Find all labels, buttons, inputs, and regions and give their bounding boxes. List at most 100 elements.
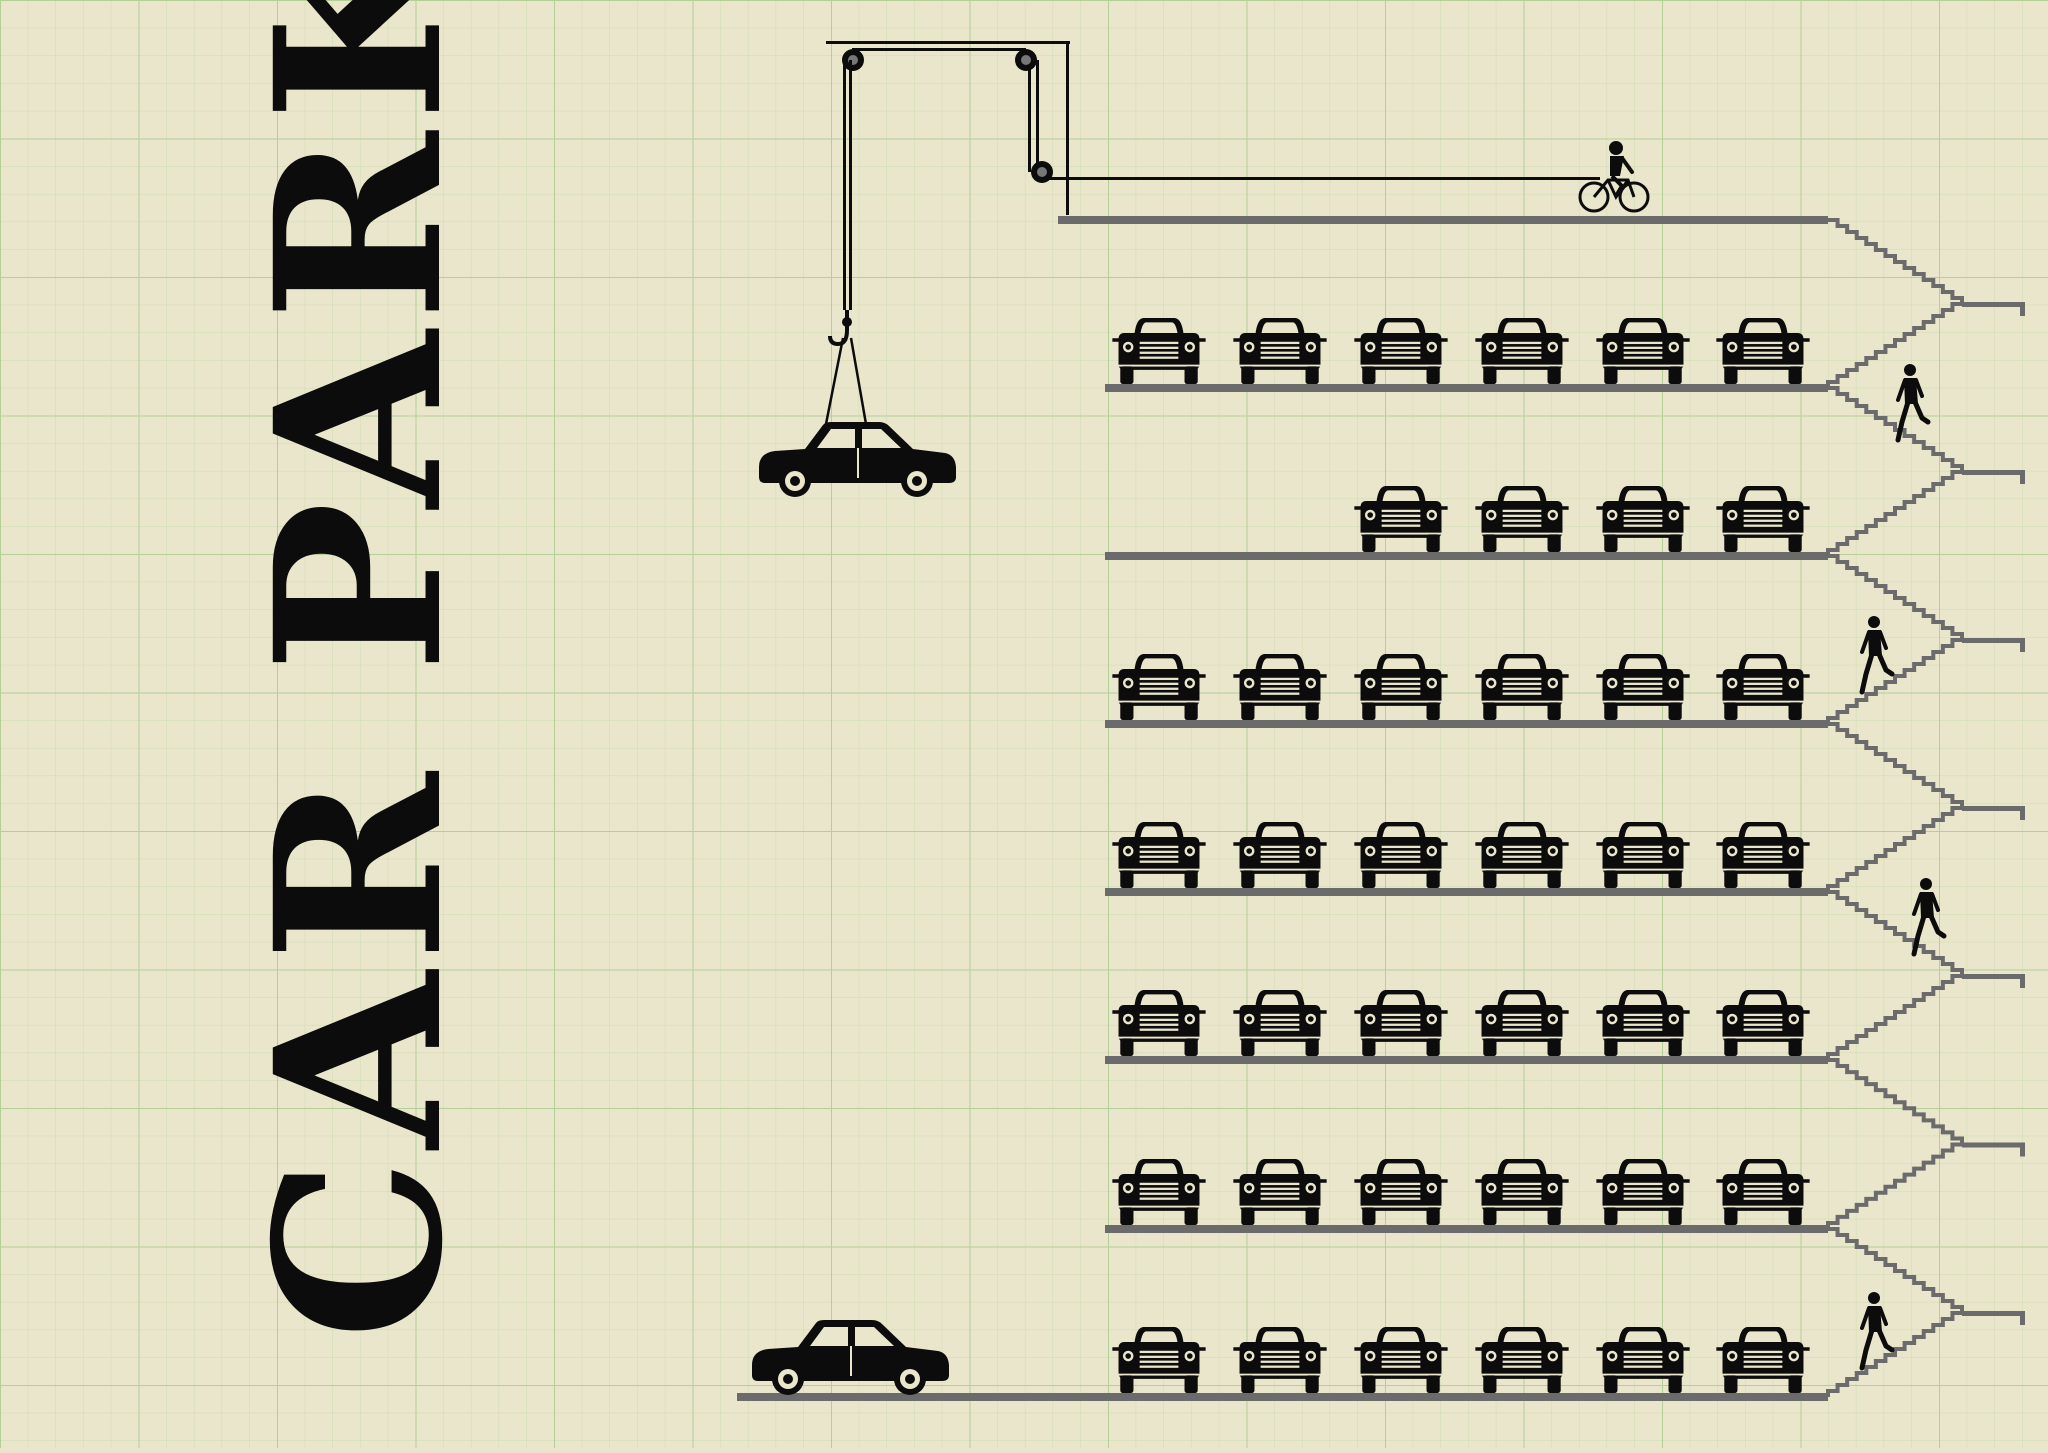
staircase-flight (1828, 1058, 1964, 1145)
staircase-flight (1826, 1311, 1962, 1397)
hoist-rope-right (849, 60, 852, 310)
crane-cable-down-2 (1036, 60, 1039, 172)
crane (759, 41, 1600, 497)
landing-post (2020, 470, 2025, 484)
car-front-icon (1716, 654, 1810, 720)
stair-landing (1962, 470, 2024, 475)
crane-mast (1066, 41, 1069, 215)
car-front-icon (1112, 822, 1206, 888)
car-front-icon (1716, 486, 1810, 552)
car-front-icon (1233, 822, 1327, 888)
floor-slab (737, 1393, 1828, 1401)
landing-post (2020, 974, 2025, 988)
stair-landing (1962, 1142, 2024, 1148)
car-front-icon (1475, 654, 1569, 720)
car-front-icon (1233, 1327, 1327, 1393)
crane-cable-down (1028, 60, 1031, 172)
stair-landing (1962, 806, 2024, 811)
car-front-icon (1475, 990, 1569, 1056)
car-side-icon (759, 422, 956, 497)
floor-slab (1058, 216, 1828, 224)
car-front-icon (1475, 318, 1569, 384)
staircase-flight (1828, 1227, 1964, 1313)
pulley-hub (1021, 55, 1031, 65)
staircase-flight (1828, 722, 1964, 808)
staircase-flight (1826, 974, 1962, 1060)
staircase-flight (1826, 302, 1962, 388)
car-front-icon (1112, 990, 1206, 1056)
floor-slab (1105, 384, 1828, 392)
bicycle-rider-icon (1578, 141, 1650, 213)
people (1578, 141, 1947, 1371)
car-front-icon (1354, 486, 1448, 552)
floor-slab (1105, 1056, 1828, 1064)
stairs (1826, 218, 2025, 1397)
walking-person-icon (1895, 364, 1931, 443)
floor-slab (1105, 888, 1828, 896)
car-front-icon (1475, 1327, 1569, 1393)
car-front-icon (1233, 990, 1327, 1056)
car-front-icon (1112, 318, 1206, 384)
floor-slab (1105, 552, 1828, 560)
car-front-icon (1596, 486, 1690, 552)
walking-person-icon (1859, 616, 1895, 695)
car-front-icon (1596, 1159, 1690, 1225)
car-front-icon (1233, 318, 1327, 384)
crane-beam (826, 41, 1070, 44)
pulley-hub (1037, 167, 1047, 177)
stair-landing (1962, 302, 2024, 307)
car-front-icon (1596, 822, 1690, 888)
car-front-icon (1233, 1159, 1327, 1225)
stair-landing (1962, 638, 2024, 643)
page-title: CAR PARK (225, 0, 493, 1340)
floors (737, 216, 1828, 1401)
car-front-icon (1716, 822, 1810, 888)
car-front-icon (1112, 654, 1206, 720)
staircase-flight (1826, 1142, 1962, 1229)
car-front-icon (1354, 654, 1448, 720)
car-front-icon (1716, 318, 1810, 384)
car-front-icon (1233, 654, 1327, 720)
landing-post (2020, 302, 2025, 316)
lifting-slings (824, 337, 868, 425)
hook-block (842, 317, 852, 327)
stair-landing (1962, 1311, 2024, 1316)
car-front-icon (1596, 990, 1690, 1056)
staircase-flight (1826, 806, 1962, 892)
landing-post (2020, 806, 2025, 820)
landing-post (2020, 1311, 2025, 1325)
landing-post (2020, 638, 2025, 652)
car-front-icon (1596, 654, 1690, 720)
car-front-icon (1354, 990, 1448, 1056)
car-front-icon (1112, 1327, 1206, 1393)
car-front-icon (1475, 822, 1569, 888)
crane-cable-to-bike (1040, 177, 1600, 180)
car-front-icon (1596, 318, 1690, 384)
car-front-icon (1354, 1327, 1448, 1393)
walking-person-icon (1859, 1292, 1895, 1371)
staircase-flight (1826, 638, 1962, 724)
crane-hook-icon (828, 310, 849, 347)
landing-post (2020, 1142, 2025, 1157)
car-side-icon (752, 1320, 949, 1395)
staircase-flight (1828, 554, 1964, 640)
staircase-flight (1828, 890, 1964, 976)
car-front-icon (1596, 1327, 1690, 1393)
floor-slab (1105, 1225, 1828, 1233)
car-front-icon (1475, 486, 1569, 552)
car-front-icon (1354, 822, 1448, 888)
stair-landing (1962, 974, 2024, 979)
walking-person-icon (1911, 878, 1947, 957)
parked-cars (752, 318, 1810, 1395)
crane-cable-top (852, 48, 1026, 51)
car-front-icon (1716, 1327, 1810, 1393)
car-front-icon (1716, 990, 1810, 1056)
car-front-icon (1475, 1159, 1569, 1225)
car-front-icon (1112, 1159, 1206, 1225)
staircase-flight (1828, 386, 1964, 472)
car-front-icon (1354, 1159, 1448, 1225)
car-front-icon (1716, 1159, 1810, 1225)
hoist-rope-left (843, 60, 846, 310)
